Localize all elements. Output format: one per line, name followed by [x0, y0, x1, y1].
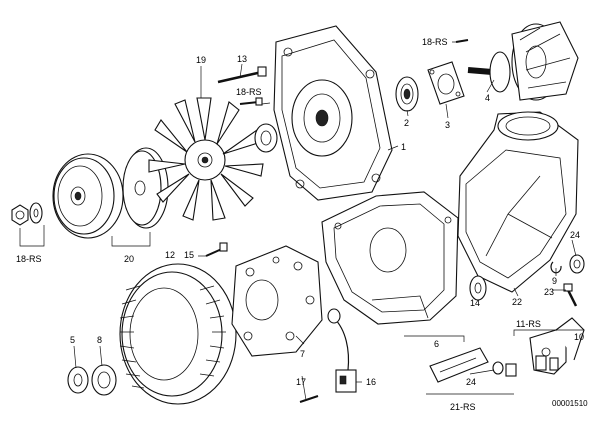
label-1: 1 — [401, 142, 406, 152]
label-5: 5 — [70, 335, 75, 345]
reference-number: 00001510 — [552, 399, 588, 408]
label-3: 3 — [445, 120, 450, 130]
label-6: 6 — [434, 339, 439, 349]
label-10: 10 — [574, 332, 584, 342]
label-20: 20 — [124, 254, 134, 264]
label-21-rs: 21-RS — [450, 402, 476, 412]
label-2: 2 — [404, 118, 409, 128]
rotor-part[interactable] — [467, 21, 579, 101]
label-24-right: 24 — [570, 230, 580, 240]
slip-ring-housing-part[interactable] — [457, 111, 579, 293]
spacer-ring-part[interactable] — [254, 123, 278, 153]
label-9: 9 — [552, 276, 557, 286]
label-23: 23 — [544, 287, 554, 297]
label-13: 13 — [237, 54, 247, 64]
leader-lines — [73, 41, 577, 401]
label-18-rs-left: 18-RS — [16, 254, 42, 264]
rectifier-plate-part[interactable] — [231, 245, 323, 357]
label-19: 19 — [196, 55, 206, 65]
bearing-part[interactable] — [395, 76, 419, 112]
label-4: 4 — [485, 93, 490, 103]
label-8: 8 — [97, 335, 102, 345]
stator-part[interactable] — [119, 263, 237, 405]
label-24-bottom: 24 — [466, 377, 476, 387]
seal-ring-part[interactable] — [91, 364, 117, 396]
label-18-rs-center: 18-RS — [236, 87, 262, 97]
label-12: 12 — [165, 250, 175, 260]
label-16: 16 — [366, 377, 376, 387]
label-22: 22 — [512, 297, 522, 307]
brush-holder-part[interactable] — [327, 308, 357, 393]
top-screw-part[interactable] — [455, 39, 469, 43]
bushing-part[interactable] — [469, 275, 487, 301]
pulley-disc-part[interactable] — [122, 147, 169, 229]
label-11-rs: 11-RS — [516, 319, 541, 329]
nut-washer-part[interactable] — [11, 202, 43, 226]
label-7: 7 — [300, 349, 305, 359]
label-14: 14 — [470, 298, 480, 308]
drive-end-housing-part[interactable] — [273, 25, 393, 201]
terminal-screw-part[interactable] — [563, 283, 578, 307]
label-17: 17 — [296, 377, 306, 387]
bearing-sleeve-part[interactable] — [67, 366, 89, 394]
long-bolt-part[interactable] — [217, 66, 267, 84]
diode-strip-part[interactable] — [429, 347, 517, 383]
rectifier-screw-part[interactable] — [205, 242, 228, 257]
regulator-bracket-part[interactable] — [529, 317, 585, 375]
pulley-part[interactable] — [52, 153, 124, 239]
intermediate-housing-part[interactable] — [321, 191, 459, 325]
cover-plate-part[interactable] — [427, 61, 465, 105]
label-15: 15 — [184, 250, 194, 260]
circlip-part[interactable] — [550, 261, 562, 274]
washer-part[interactable] — [569, 254, 585, 274]
short-screw-part[interactable] — [239, 97, 263, 106]
fan-part[interactable] — [148, 97, 264, 221]
label-18-rs-top: 18-RS — [422, 37, 448, 47]
brush-screw-part[interactable] — [299, 395, 319, 403]
